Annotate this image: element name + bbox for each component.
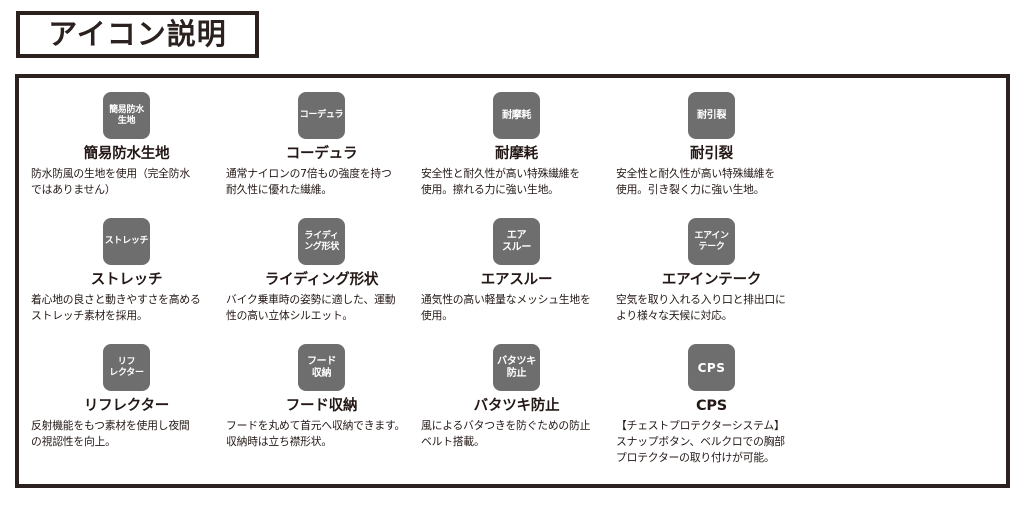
feature-description: 防水防風の生地を使用（完全防水 ではありません） [31, 167, 190, 196]
feature-icon: リフ レクター [103, 344, 150, 391]
page-title: アイコン説明 [48, 17, 227, 51]
icon-wrap: 耐摩耗 [421, 92, 612, 144]
icon-wrap: バタツキ 防止 [421, 344, 612, 396]
icon-grid: 簡易防水 生地簡易防水生地防水防風の生地を使用（完全防水 ではありません） コーデ… [19, 78, 1006, 484]
icon-label: 簡易防水 生地 [109, 104, 144, 126]
icon-legend-item: リフ レクターリフレクター反射機能をもつ素材を使用し夜間 の視認性を向上。 [29, 344, 224, 470]
icon-label: CPS [697, 360, 726, 375]
icon-legend-item: ライディ ング形状ライディング形状バイク乗車時の姿勢に適した、運動 性の高い立体… [224, 218, 419, 344]
feature-description: 通常ナイロンの7倍もの強度を持つ 耐久性に優れた繊維。 [226, 167, 392, 196]
icon-label: 耐引裂 [696, 109, 727, 121]
icon-legend-item: 簡易防水 生地簡易防水生地防水防風の生地を使用（完全防水 ではありません） [29, 92, 224, 218]
icon-legend-item: エア スルーエアスルー通気性の高い軽量なメッシュ生地を 使用。 [419, 218, 614, 344]
feature-description: 安全性と耐久性が高い特殊繊維を 使用。擦れる力に強い生地。 [421, 167, 580, 196]
feature-description: 着心地の良さと動きやすさを高める ストレッチ素材を採用。 [31, 293, 201, 322]
icon-wrap: エアイン テーク [616, 218, 807, 270]
icon-legend-item: 耐引裂耐引裂安全性と耐久性が高い特殊繊維を 使用。引き裂く力に強い生地。 [614, 92, 809, 218]
feature-title: 簡易防水生地 [83, 146, 170, 162]
icon-label: コーデュラ [299, 110, 344, 120]
feature-icon: ストレッチ [103, 218, 150, 265]
feature-title: 耐引裂 [690, 146, 733, 162]
icon-wrap: コーデュラ [226, 92, 417, 144]
feature-icon: 耐引裂 [688, 92, 735, 139]
feature-title: ライディング形状 [264, 272, 379, 288]
feature-description: 反射機能をもつ素材を使用し夜間 の視認性を向上。 [31, 419, 190, 448]
feature-description: 【チェストプロテクターシステム】 スナップボタン、ベルクロでの胸部 プロテクター… [616, 419, 785, 464]
icon-legend-item: 耐摩耗耐摩耗安全性と耐久性が高い特殊繊維を 使用。擦れる力に強い生地。 [419, 92, 614, 218]
icon-wrap: リフ レクター [31, 344, 222, 396]
feature-title: リフレクター [83, 398, 170, 414]
page-title-box: アイコン説明 [16, 11, 259, 58]
feature-icon: 耐摩耗 [493, 92, 540, 139]
icon-label: フード 収納 [306, 355, 337, 379]
icon-label: ライディ ング形状 [304, 230, 339, 252]
feature-icon: ライディ ング形状 [298, 218, 345, 265]
feature-description: 風によるバタつきを防ぐための防止 ベルト搭載。 [421, 419, 591, 448]
feature-icon: エアイン テーク [688, 218, 735, 265]
icon-legend-item: エアイン テークエアインテーク空気を取り入れる入り口と排出口に より様々な天候に… [614, 218, 809, 344]
icon-label: ストレッチ [104, 236, 149, 246]
feature-title: バタツキ防止 [473, 398, 560, 414]
legend-frame: 簡易防水 生地簡易防水生地防水防風の生地を使用（完全防水 ではありません） コーデ… [15, 74, 1010, 488]
feature-title: エアインテーク [661, 272, 762, 288]
feature-description: 安全性と耐久性が高い特殊繊維を 使用。引き裂く力に強い生地。 [616, 167, 775, 196]
icon-legend-item: CPS CPS 【チェストプロテクターシステム】 スナップボタン、ベルクロでの胸部 … [614, 344, 809, 474]
icon-label: エア スルー [501, 229, 532, 253]
icon-wrap: ライディ ング形状 [226, 218, 417, 270]
feature-title: ストレッチ [90, 272, 163, 288]
icon-legend-item: ストレッチストレッチ着心地の良さと動きやすさを高める ストレッチ素材を採用。 [29, 218, 224, 344]
feature-description: バイク乗車時の姿勢に適した、運動 性の高い立体シルエット。 [226, 293, 396, 322]
feature-icon: CPS [688, 344, 735, 391]
icon-wrap: ストレッチ [31, 218, 222, 270]
feature-icon: 簡易防水 生地 [103, 92, 150, 139]
feature-icon: エア スルー [493, 218, 540, 265]
icon-label: エアイン テーク [694, 230, 729, 252]
icon-wrap: 耐引裂 [616, 92, 807, 144]
feature-title: エアスルー [480, 272, 553, 288]
feature-description: 通気性の高い軽量なメッシュ生地を 使用。 [421, 293, 591, 322]
feature-title: コーデュラ [285, 146, 358, 162]
icon-wrap: CPS [616, 344, 807, 396]
icon-legend-item: フード 収納フード収納フードを丸めて首元へ収納できます。 収納時は立ち襟形状。 [224, 344, 419, 470]
icon-label: バタツキ 防止 [497, 355, 536, 379]
icon-wrap: エア スルー [421, 218, 612, 270]
icon-wrap: 簡易防水 生地 [31, 92, 222, 144]
icon-legend-item: バタツキ 防止バタツキ防止風によるバタつきを防ぐための防止 ベルト搭載。 [419, 344, 614, 474]
feature-icon: フード 収納 [298, 344, 345, 391]
feature-title: CPS [695, 398, 728, 414]
feature-description: 空気を取り入れる入り口と排出口に より様々な天候に対応。 [616, 293, 786, 322]
icon-wrap: フード 収納 [226, 344, 417, 396]
icon-label: リフ レクター [109, 356, 144, 378]
feature-title: 耐摩耗 [495, 146, 538, 162]
feature-description: フードを丸めて首元へ収納できます。 収納時は立ち襟形状。 [226, 419, 406, 448]
feature-title: フード収納 [285, 398, 358, 414]
icon-legend-item: コーデュラコーデュラ通常ナイロンの7倍もの強度を持つ 耐久性に優れた繊維。 [224, 92, 419, 218]
feature-icon: バタツキ 防止 [493, 344, 540, 391]
feature-icon: コーデュラ [298, 92, 345, 139]
icon-label: 耐摩耗 [501, 109, 532, 121]
